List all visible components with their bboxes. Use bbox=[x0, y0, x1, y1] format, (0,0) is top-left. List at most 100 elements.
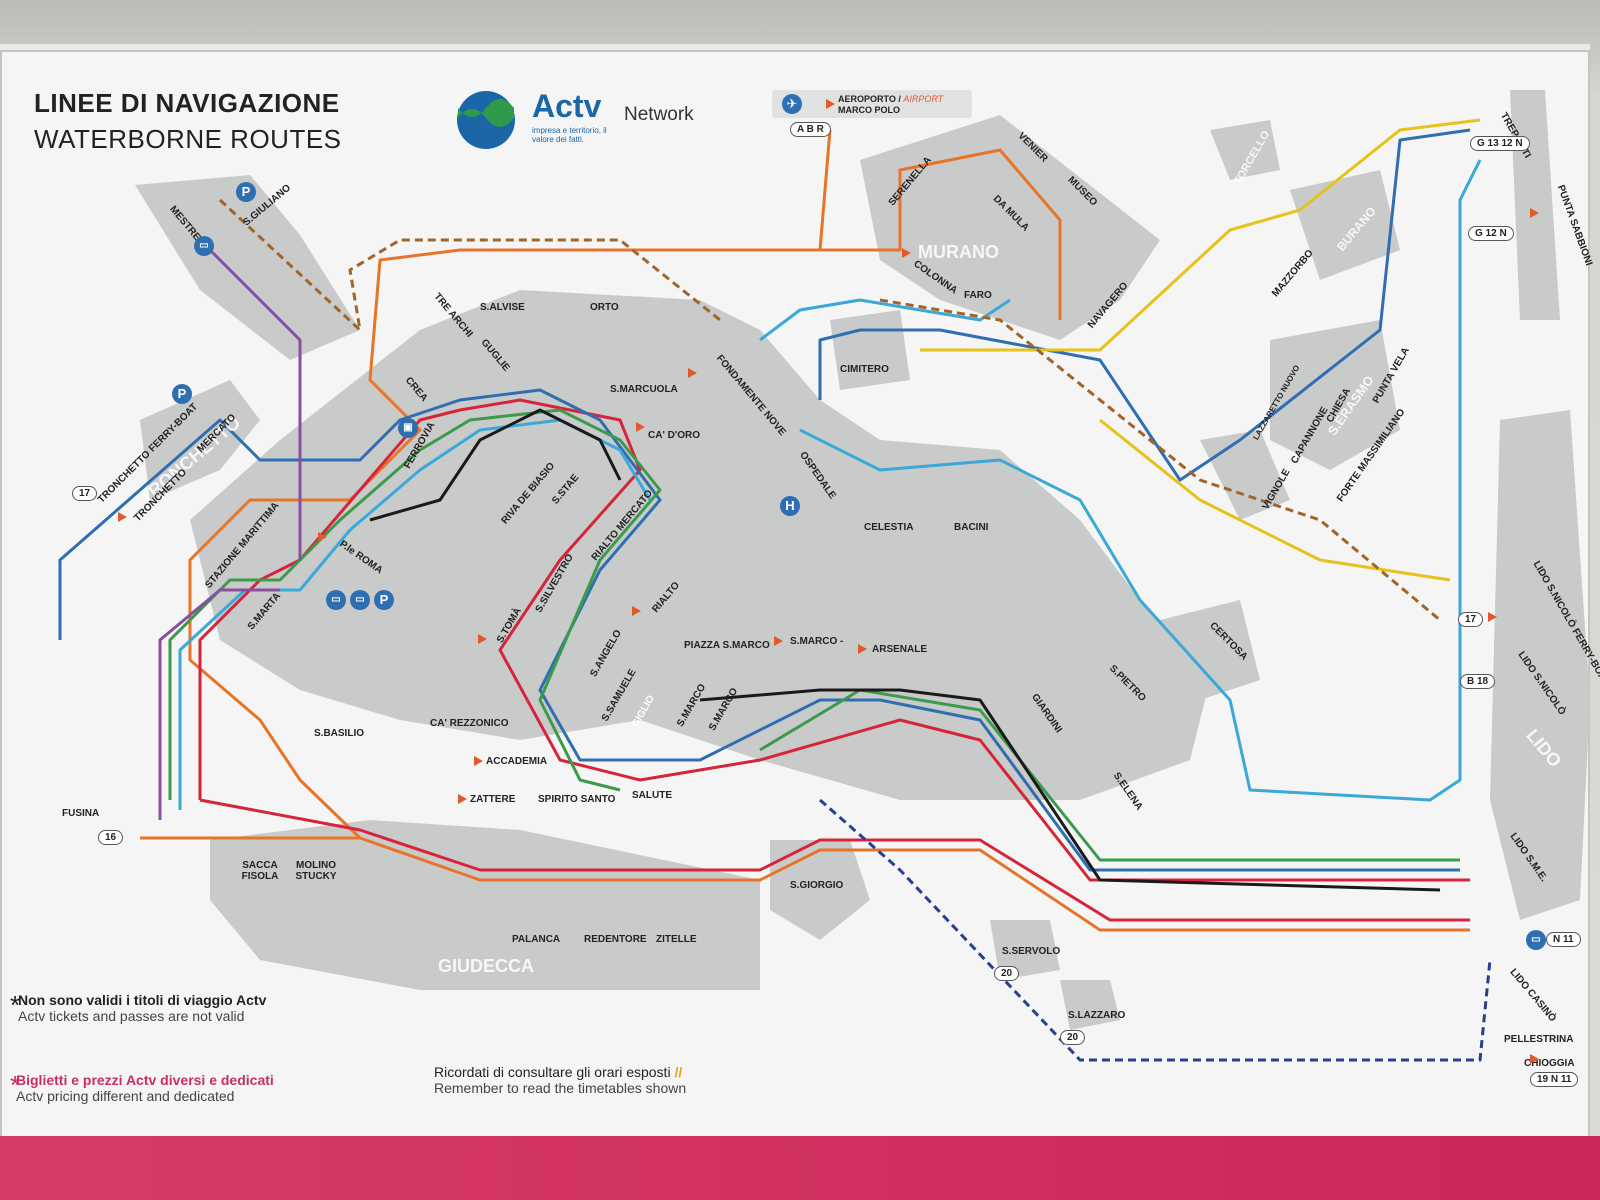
arrow-icon bbox=[774, 636, 783, 646]
stop-bacini[interactable]: BACINI bbox=[954, 522, 989, 533]
route-green bbox=[168, 408, 1460, 862]
route-purple bbox=[158, 248, 302, 820]
arrow-icon bbox=[318, 532, 327, 542]
note-pricing-en: Actv pricing different and dedicated bbox=[16, 1088, 235, 1104]
stop-sservolo[interactable]: S.SERVOLO bbox=[1002, 946, 1061, 957]
bus-icon: ▭ bbox=[350, 590, 370, 610]
stop-salvise[interactable]: S.ALVISE bbox=[480, 302, 525, 313]
stop-pellestrina[interactable]: PELLESTRINA bbox=[1504, 1034, 1574, 1045]
stop-arsenale[interactable]: ARSENALE bbox=[872, 644, 928, 655]
stop-carezzonico[interactable]: CA' REZZONICO bbox=[430, 718, 509, 729]
stop-molinostucky[interactable]: MOLINO STUCKY bbox=[295, 860, 337, 882]
stop-fusina[interactable]: FUSINA bbox=[62, 808, 100, 819]
stop-spirito-santo[interactable]: SPIRITO SANTO bbox=[538, 794, 616, 805]
code-fusina: 16 bbox=[98, 830, 124, 845]
giudecca-island bbox=[210, 820, 760, 990]
stop-sgiorgio[interactable]: S.GIORGIO bbox=[790, 880, 844, 891]
stop-smarco-zaccaria[interactable]: S.MARCO - bbox=[790, 636, 844, 647]
treporti-strip bbox=[1510, 90, 1560, 320]
stop-slazzaro[interactable]: S.LAZZARO bbox=[1068, 1010, 1126, 1021]
airport-box bbox=[772, 90, 972, 118]
code-chioggia: 19 N 11 bbox=[1530, 1072, 1579, 1087]
code-lido-bus: N 11 bbox=[1546, 932, 1581, 947]
stop-piazza-smarco[interactable]: PIAZZA S.MARCO bbox=[684, 640, 770, 651]
stop-zitelle[interactable]: ZITELLE bbox=[656, 934, 697, 945]
stop-redentore[interactable]: REDENTORE bbox=[584, 934, 647, 945]
stop-palanca[interactable]: PALANCA bbox=[512, 934, 561, 945]
arrow-icon bbox=[1530, 1054, 1539, 1064]
title-italian: LINEE DI NAVIGAZIONE bbox=[34, 88, 340, 118]
area-giudecca: GIUDECCA bbox=[438, 956, 535, 976]
parking-icon: P bbox=[374, 590, 394, 610]
airport-name: MARCO POLO bbox=[838, 105, 900, 115]
note-invalid-en: Actv tickets and passes are not valid bbox=[18, 1008, 245, 1024]
airport-arrow-icon bbox=[826, 99, 835, 109]
arrow-icon bbox=[1530, 208, 1539, 218]
note-pricing: Biglietti e prezzi Actv diversi e dedica… bbox=[16, 1072, 274, 1104]
slazzaro-island bbox=[1060, 980, 1120, 1030]
note-timetable-en: Remember to read the timetables shown bbox=[434, 1080, 687, 1096]
arrow-icon bbox=[118, 512, 127, 522]
parking-icon: P bbox=[236, 182, 256, 202]
stop-sbasilio[interactable]: S.BASILIO bbox=[314, 728, 365, 739]
code-lido-snicolo: B 18 bbox=[1460, 674, 1496, 689]
plane-icon: ✈ bbox=[782, 94, 802, 114]
torcello-island bbox=[1210, 120, 1280, 180]
asterisk-pink-icon: * bbox=[10, 1070, 21, 1100]
murano-island bbox=[860, 115, 1160, 340]
bus-icon: ▭ bbox=[326, 590, 346, 610]
note-invalid: Non sono validi i titoli di viaggio Actv… bbox=[18, 992, 266, 1024]
code-punta-sabbioni: G 12 N bbox=[1468, 226, 1514, 241]
stop-orto[interactable]: ORTO bbox=[590, 302, 619, 313]
stop-cadoro[interactable]: CA' D'ORO bbox=[648, 430, 700, 441]
code-tronchetto-fb: 17 bbox=[72, 486, 98, 501]
note-timetable: Ricordati di consultare gli orari espost… bbox=[434, 1064, 686, 1096]
lido-island bbox=[1490, 410, 1590, 920]
stop-saccafisola[interactable]: SACCA FISOLA bbox=[241, 860, 279, 882]
stop-smarcuola[interactable]: S.MARCUOLA bbox=[610, 384, 678, 395]
sgiorgio-island bbox=[770, 840, 870, 940]
code-slazzaro: 20 bbox=[1060, 1030, 1086, 1045]
area-murano: MURANO bbox=[918, 242, 999, 262]
arrow-icon bbox=[478, 634, 487, 644]
slash-icon: // bbox=[674, 1064, 683, 1080]
network-label: Network bbox=[624, 104, 694, 125]
cimitero-island bbox=[830, 310, 910, 390]
stop-zattere[interactable]: ZATTERE bbox=[470, 794, 516, 805]
note-pricing-it: Biglietti e prezzi Actv diversi e dedica… bbox=[16, 1072, 274, 1088]
airport-label: AEROPORTO / AIRPORT MARCO POLO bbox=[838, 94, 943, 116]
arrow-icon bbox=[902, 248, 911, 258]
arrow-icon bbox=[688, 368, 697, 378]
arrow-icon bbox=[632, 606, 641, 616]
sservolo-island bbox=[990, 920, 1060, 980]
venice-main-island bbox=[190, 290, 1210, 800]
stop-salute[interactable]: SALUTE bbox=[632, 790, 672, 801]
stop-accademia[interactable]: ACCADEMIA bbox=[486, 756, 548, 767]
stop-cimitero[interactable]: CIMITERO bbox=[840, 364, 889, 375]
arrow-icon bbox=[636, 422, 645, 432]
airport-label-en: AIRPORT bbox=[903, 94, 944, 104]
route-black bbox=[369, 408, 1441, 892]
bus-icon: ▭ bbox=[1526, 930, 1546, 950]
route-brown-dashed bbox=[218, 198, 1441, 622]
arrow-icon bbox=[1488, 612, 1497, 622]
stop-faro[interactable]: FARO bbox=[964, 290, 992, 301]
code-sservolo: 20 bbox=[994, 966, 1020, 981]
title-english: WATERBORNE ROUTES bbox=[34, 124, 342, 154]
route-yellow bbox=[920, 118, 1481, 582]
note-invalid-it: Non sono validi i titoli di viaggio Actv bbox=[18, 992, 267, 1008]
route-lines bbox=[58, 118, 1492, 1062]
note-timetable-it: Ricordati di consultare gli orari espost… bbox=[434, 1064, 671, 1080]
arrow-icon bbox=[858, 644, 867, 654]
stop-chioggia[interactable]: CHIOGGIA bbox=[1524, 1058, 1575, 1069]
hospital-icon: H bbox=[780, 496, 800, 516]
stop-celestia[interactable]: CELESTIA bbox=[864, 522, 914, 533]
route-blue bbox=[58, 128, 1471, 872]
serasmo-island bbox=[1270, 320, 1400, 470]
footer-strip bbox=[0, 1136, 1600, 1200]
land-areas bbox=[135, 90, 1590, 1030]
airport-label-it: AEROPORTO / bbox=[838, 94, 904, 104]
actv-logo bbox=[457, 91, 515, 149]
certosa-island bbox=[1160, 600, 1260, 700]
